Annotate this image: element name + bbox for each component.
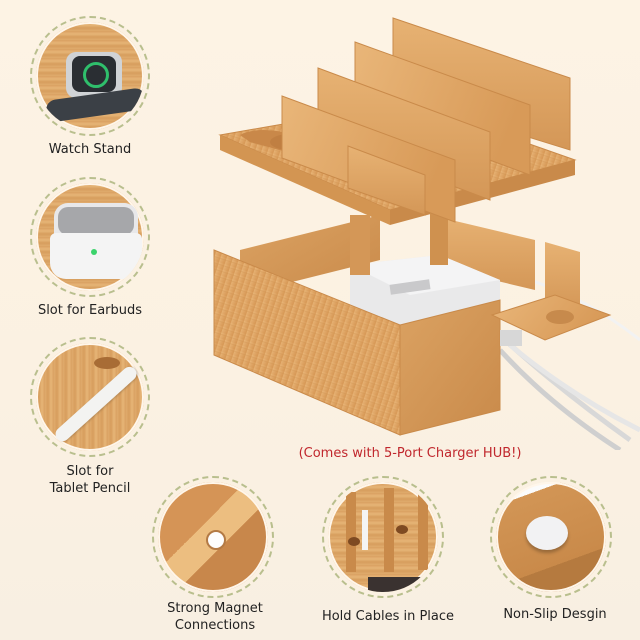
- magnet-image: [158, 482, 268, 592]
- earbuds-circle: [30, 177, 150, 297]
- earbuds-label: Slot for Earbuds: [37, 303, 143, 318]
- watch-stand-label: Watch Stand: [48, 142, 132, 157]
- earbuds-image: [36, 183, 144, 291]
- bamboo-charging-station-icon: [213, 17, 640, 453]
- non-slip-circle: [490, 476, 612, 598]
- cables-label: Hold Cables in Place: [321, 609, 455, 624]
- watch-stand-image: [36, 22, 144, 130]
- non-slip-label: Non-Slip Desgin: [503, 607, 607, 622]
- tablet-pencil-image: [36, 343, 144, 451]
- magnet-label: Strong Magnet Connections: [167, 601, 263, 633]
- watch-stand-circle: [30, 16, 150, 136]
- cables-image: [328, 482, 438, 592]
- tablet-pencil-circle: [30, 337, 150, 457]
- magnet-circle: [152, 476, 274, 598]
- tablet-pencil-label: Slot for Tablet Pencil: [49, 464, 131, 496]
- non-slip-image: [496, 482, 606, 592]
- product-illustration: [200, 10, 640, 453]
- cables-circle: [322, 476, 444, 598]
- charger-hub-note: (Comes with 5-Port Charger HUB!): [298, 446, 522, 461]
